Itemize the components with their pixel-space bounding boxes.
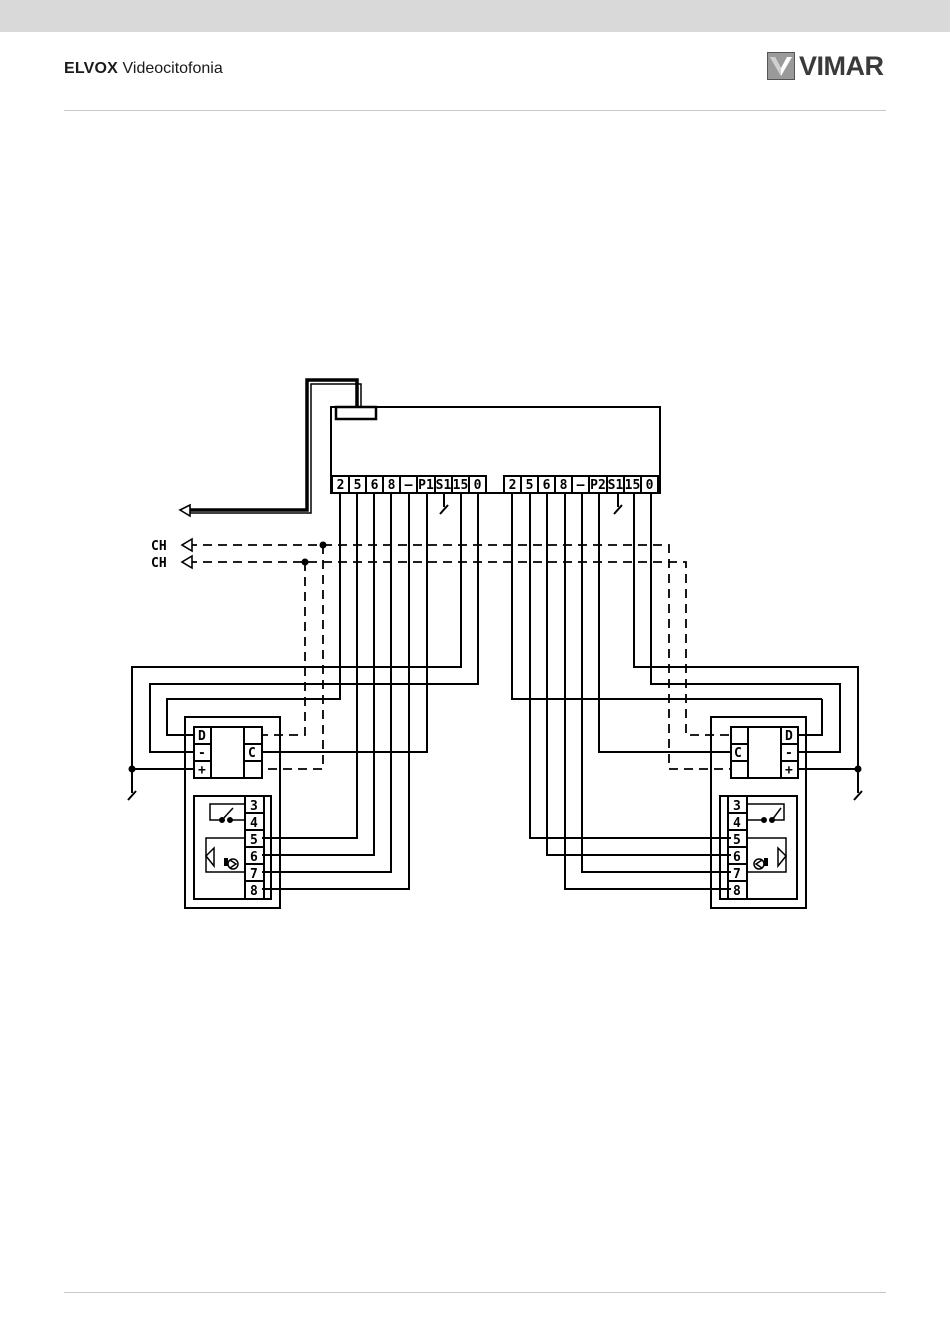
left-relay-minus: - (198, 746, 206, 761)
terminal-right-label-4: – (577, 478, 585, 493)
right-relay-d: D (785, 729, 793, 744)
terminal-left-label-3: 8 (388, 478, 396, 493)
right-relay-c: C (734, 746, 742, 761)
terminal-left-label-7: 15 (453, 478, 469, 493)
left-relay-c: C (248, 746, 256, 761)
terminal-right-label-8: 0 (646, 478, 654, 493)
terminal-left-label-4: – (405, 478, 413, 493)
terminal-right-label-2: 6 (543, 478, 551, 493)
right-relay-plus: + (785, 763, 793, 778)
right-relay-minus: - (785, 746, 793, 761)
right-handset-t3: 3 (733, 799, 741, 814)
terminal-left-label-5: P1 (418, 478, 434, 493)
terminal-left-label-8: 0 (474, 478, 482, 493)
left-handset-t7: 7 (250, 867, 258, 882)
terminal-left-label-6: S1 (436, 478, 452, 493)
left-relay-d: D (198, 729, 206, 744)
right-handset-t7: 7 (733, 867, 741, 882)
left-handset-t4: 4 (250, 816, 258, 831)
ch-label-2: CH (151, 556, 167, 571)
diagram-labels: CH CH D - + C C D - + 3 4 5 6 7 8 3 4 5 … (151, 478, 793, 899)
ch-label-1: CH (151, 539, 167, 554)
right-handset-t5: 5 (733, 833, 741, 848)
unit-connector (336, 407, 376, 419)
terminal-left-label-0: 2 (337, 478, 345, 493)
left-handset-t6: 6 (250, 850, 258, 865)
right-handset-t8: 8 (733, 884, 741, 899)
terminal-right-label-5: P2 (590, 478, 606, 493)
left-relay-plus: + (198, 763, 206, 778)
terminal-left-label-2: 6 (371, 478, 379, 493)
left-handset-t5: 5 (250, 833, 258, 848)
right-handset-t4: 4 (733, 816, 741, 831)
terminal-right-label-3: 8 (560, 478, 568, 493)
terminal-right-label-6: S1 (608, 478, 624, 493)
left-handset-t3: 3 (250, 799, 258, 814)
terminal-right-label-7: 15 (625, 478, 641, 493)
right-handset-t6: 6 (733, 850, 741, 865)
terminal-right-label-0: 2 (509, 478, 517, 493)
left-handset-t8: 8 (250, 884, 258, 899)
terminal-right-label-1: 5 (526, 478, 534, 493)
terminal-left-label-1: 5 (354, 478, 362, 493)
